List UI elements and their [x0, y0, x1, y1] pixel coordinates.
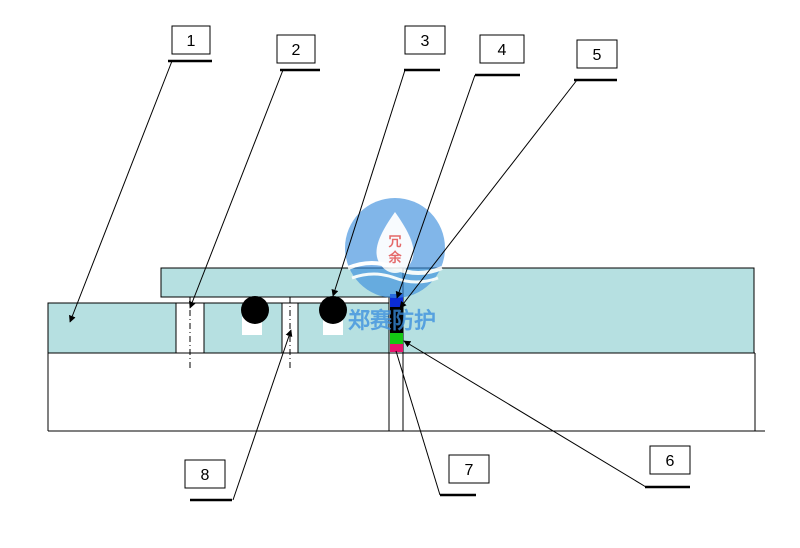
leader-1	[69, 60, 173, 323]
callout-4: 4	[475, 34, 525, 77]
callout-6: 6	[645, 445, 691, 489]
leader-7	[395, 350, 441, 496]
leader-2	[189, 69, 284, 309]
watermark: 冗 余 郑赛防护	[345, 198, 445, 334]
callout-label-5: 5	[593, 47, 602, 64]
leader-3	[331, 69, 406, 297]
seal-layer-green	[390, 333, 403, 344]
o-ring-left	[241, 296, 269, 324]
callout-2: 2	[276, 34, 320, 72]
callout-label-1: 1	[187, 33, 196, 50]
callout-label-4: 4	[498, 42, 507, 59]
callout-label-7: 7	[465, 462, 474, 479]
leader-5	[399, 79, 578, 309]
o-ring-right	[319, 296, 347, 324]
leader-4	[395, 74, 476, 299]
callout-label-8: 8	[201, 467, 210, 484]
callout-label-3: 3	[421, 33, 430, 50]
watermark-drop-icon	[376, 212, 414, 273]
callout-label-6: 6	[666, 453, 675, 470]
watermark-logo-bottom: 余	[387, 250, 402, 266]
callout-8: 8	[184, 459, 232, 502]
o-rings	[241, 296, 347, 324]
callout-7: 7	[440, 454, 490, 497]
callout-1: 1	[168, 25, 212, 63]
seal-layer-pink	[390, 344, 403, 352]
watermark-logo-top: 冗	[388, 235, 401, 250]
callout-5: 5	[574, 39, 618, 82]
callout-3: 3	[404, 25, 446, 72]
seal-layer-black	[390, 307, 403, 333]
watermark-brand: 郑赛防护	[348, 308, 436, 334]
upper-plate	[160, 267, 755, 354]
leader-lines	[69, 60, 647, 501]
callout-label-2: 2	[292, 42, 301, 59]
leader-6	[403, 340, 647, 488]
leader-8	[232, 329, 293, 501]
callouts: 1 2 3 4 5 6 7	[168, 25, 691, 502]
base-block	[47, 352, 765, 432]
